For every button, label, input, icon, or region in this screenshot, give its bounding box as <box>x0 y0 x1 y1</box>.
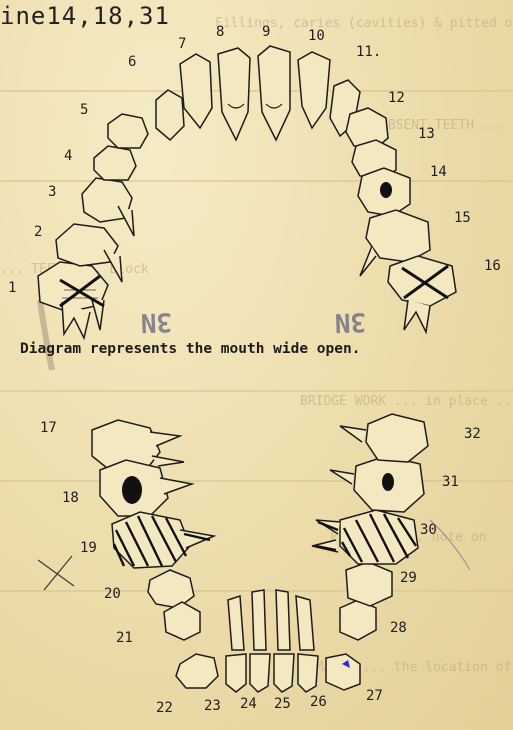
tooth-number: 16 <box>484 258 501 274</box>
tooth-6 <box>156 90 184 140</box>
tooth-21 <box>164 602 200 640</box>
upper-arch: 1 2 3 4 5 6 7 8 9 10 11. 12 13 14 15 16 <box>8 24 501 338</box>
tooth-14 <box>358 168 410 216</box>
filling-mark <box>382 473 394 491</box>
tooth-7 <box>180 54 212 128</box>
tooth-number: 6 <box>128 54 136 70</box>
tooth-number: 5 <box>80 102 88 118</box>
tooth-number: 28 <box>390 620 407 636</box>
tooth-number: 31 <box>442 474 459 490</box>
tooth-number: 7 <box>178 36 186 52</box>
tooth-number: 4 <box>64 148 72 164</box>
diagram-caption: Diagram represents the mouth wide open. <box>20 341 360 357</box>
pencil-streak <box>40 300 52 370</box>
tooth-number: 25 <box>274 696 291 712</box>
tooth-26 <box>296 596 318 692</box>
tooth-number: 24 <box>240 696 257 712</box>
tooth-4 <box>94 146 136 180</box>
tooth-number: 20 <box>104 586 121 602</box>
tooth-number: 17 <box>40 420 57 436</box>
tooth-9 <box>258 46 290 140</box>
tooth-18 <box>100 460 192 516</box>
tooth-27 <box>326 654 360 690</box>
tooth-32 <box>340 414 428 462</box>
tooth-number: 12 <box>388 90 405 106</box>
tooth-number: 27 <box>366 688 383 704</box>
tooth-19 <box>112 512 214 568</box>
tooth-5 <box>108 114 148 148</box>
tooth-25 <box>274 590 294 692</box>
stamp-mark: 3N <box>334 306 366 337</box>
tooth-29 <box>346 562 392 606</box>
tooth-number: 19 <box>80 540 97 556</box>
tooth-1 <box>38 262 108 338</box>
tooth-number: 21 <box>116 630 133 646</box>
lower-arch: 17 18 19 20 21 22 23 24 25 26 27 28 29 3… <box>40 414 481 716</box>
tooth-number: 14 <box>430 164 447 180</box>
tooth-8 <box>218 48 250 140</box>
tooth-number: 10 <box>308 28 325 44</box>
tooth-16 <box>388 256 456 332</box>
tooth-number: 18 <box>62 490 79 506</box>
filling-mark <box>122 476 142 504</box>
filling-mark <box>380 182 392 198</box>
tooth-24 <box>250 590 270 692</box>
stray-x-mark <box>38 556 74 590</box>
tooth-number: 23 <box>204 698 221 714</box>
tooth-22 <box>176 654 218 688</box>
tooth-number: 3 <box>48 184 56 200</box>
tooth-number: 29 <box>400 570 417 586</box>
tooth-number: 1 <box>8 280 16 296</box>
tooth-number: 22 <box>156 700 173 716</box>
tooth-number: 8 <box>216 24 224 40</box>
tooth-20 <box>148 570 194 608</box>
tooth-number: 2 <box>34 224 42 240</box>
tooth-10 <box>298 52 330 128</box>
tooth-number: 32 <box>464 426 481 442</box>
tooth-number: 9 <box>262 24 270 40</box>
tooth-number: 15 <box>454 210 471 226</box>
tooth-23 <box>226 596 246 692</box>
tooth-31 <box>330 456 424 512</box>
stamp-mark: 3N <box>140 306 172 337</box>
tooth-number: 11. <box>356 44 381 60</box>
tooth-30 <box>312 510 418 564</box>
tooth-number: 26 <box>310 694 327 710</box>
tooth-number: 13 <box>418 126 435 142</box>
